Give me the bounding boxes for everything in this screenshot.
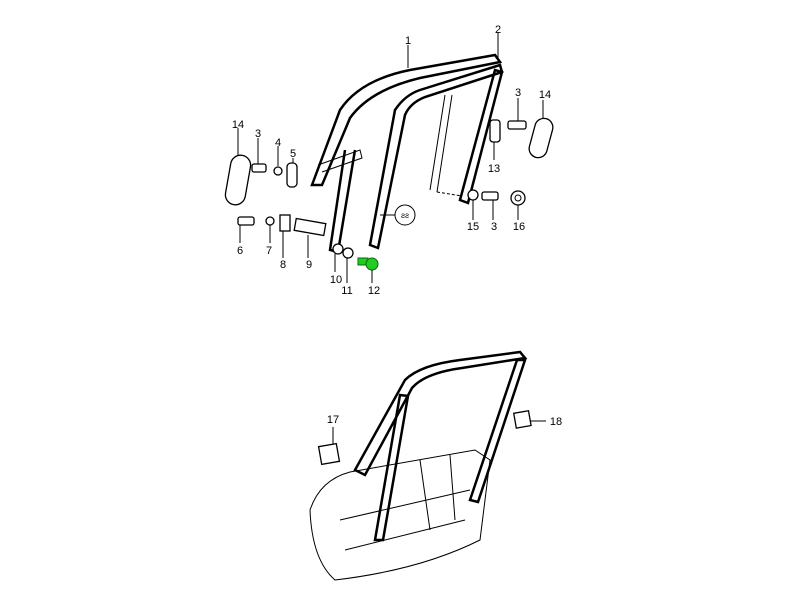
bolt-part-6[interactable]	[237, 216, 255, 226]
sealant-symbol-icon: ƨƨ	[380, 204, 416, 226]
bolt-part-3-left[interactable]	[251, 163, 267, 173]
label-18: 18	[550, 416, 562, 428]
cover-part-14-right[interactable]	[527, 116, 555, 159]
guide-part-9[interactable]	[293, 217, 327, 237]
label-14: 14	[539, 89, 551, 101]
label-1: 1	[405, 35, 411, 47]
label-5: 5	[290, 148, 296, 160]
label-12: 12	[368, 285, 380, 297]
bolt-part-3-right-bottom[interactable]	[481, 191, 499, 201]
label-7: 7	[266, 245, 272, 257]
plate-part-5[interactable]	[286, 162, 298, 188]
bracket-part-8[interactable]	[279, 214, 291, 232]
label-13: 13	[488, 163, 500, 175]
label-2: 2	[495, 24, 501, 36]
label-4: 4	[275, 137, 281, 149]
washer-part-7[interactable]	[265, 216, 275, 226]
window-channel-part-2[interactable]	[368, 63, 504, 250]
washer-part-15[interactable]	[467, 189, 479, 201]
washer-part-10[interactable]	[332, 243, 344, 255]
washer-part-4[interactable]	[273, 166, 283, 176]
label-14: 14	[232, 119, 244, 131]
bolt-part-12-highlighted[interactable]	[357, 257, 379, 271]
label-3: 3	[515, 87, 521, 99]
label-3: 3	[255, 128, 261, 140]
washer-part-11[interactable]	[342, 247, 354, 259]
svg-text:ƨƨ: ƨƨ	[401, 211, 409, 220]
grommet-part-16[interactable]	[510, 190, 526, 206]
label-3: 3	[491, 221, 497, 233]
label-6: 6	[237, 245, 243, 257]
plate-part-13[interactable]	[489, 119, 501, 143]
cover-part-17	[317, 442, 341, 466]
leader-lines	[237, 33, 546, 445]
label-15: 15	[467, 221, 479, 233]
label-16: 16	[513, 221, 525, 233]
label-10: 10	[330, 274, 342, 286]
cover-part-14-left[interactable]	[224, 154, 252, 207]
label-9: 9	[306, 259, 312, 271]
label-8: 8	[280, 259, 286, 271]
cover-part-18	[512, 409, 532, 429]
door-assembly[interactable]	[309, 350, 532, 581]
bolt-part-3-right-top[interactable]	[507, 120, 527, 130]
label-17: 17	[327, 414, 339, 426]
label-11: 11	[341, 285, 352, 297]
